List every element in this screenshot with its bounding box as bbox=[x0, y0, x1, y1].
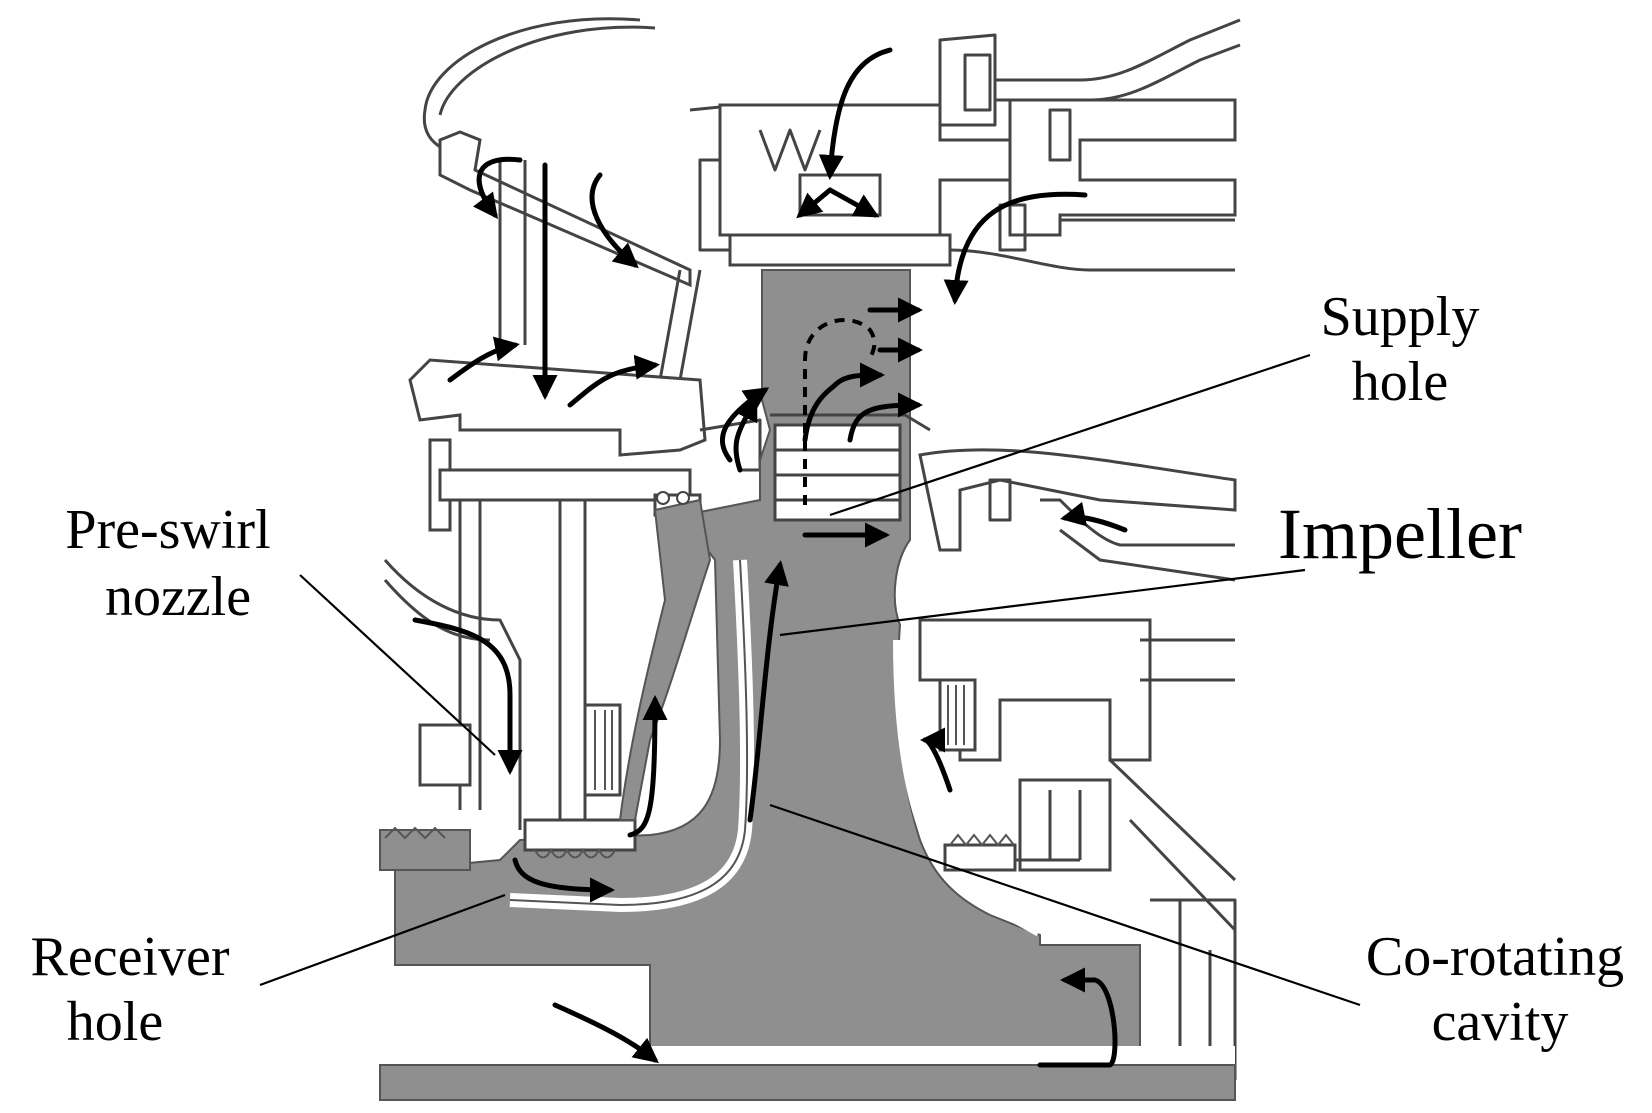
supply-hole-label-line2: hole bbox=[1352, 351, 1448, 413]
leader-lines bbox=[259, 353, 1361, 1007]
leader-pre-swirl bbox=[299, 574, 496, 756]
impeller-label: Impeller bbox=[1278, 494, 1522, 574]
leader-supply-hole bbox=[829, 353, 1311, 517]
pre-swirl-label-line1: Pre-swirl bbox=[65, 499, 270, 561]
right-stator bbox=[918, 448, 1237, 1080]
leader-receiver bbox=[259, 893, 506, 987]
receiver-label-line1: Receiver bbox=[31, 926, 230, 988]
leader-impeller bbox=[779, 568, 1306, 637]
cooling-flow-arrows bbox=[412, 47, 1128, 1068]
labels: Supply hole Impeller Pre-swirl nozzle Re… bbox=[31, 286, 1625, 1053]
pre-swirl-label-line2: nozzle bbox=[105, 566, 251, 628]
leader-corotating bbox=[769, 803, 1361, 1007]
corotating-label-line1: Co-rotating bbox=[1366, 926, 1624, 988]
corotating-label-line2: cavity bbox=[1432, 991, 1569, 1053]
pre-swirl-stator bbox=[383, 160, 762, 830]
receiver-label-line2: hole bbox=[67, 991, 163, 1053]
supply-hole-label-line1: Supply bbox=[1321, 286, 1480, 348]
